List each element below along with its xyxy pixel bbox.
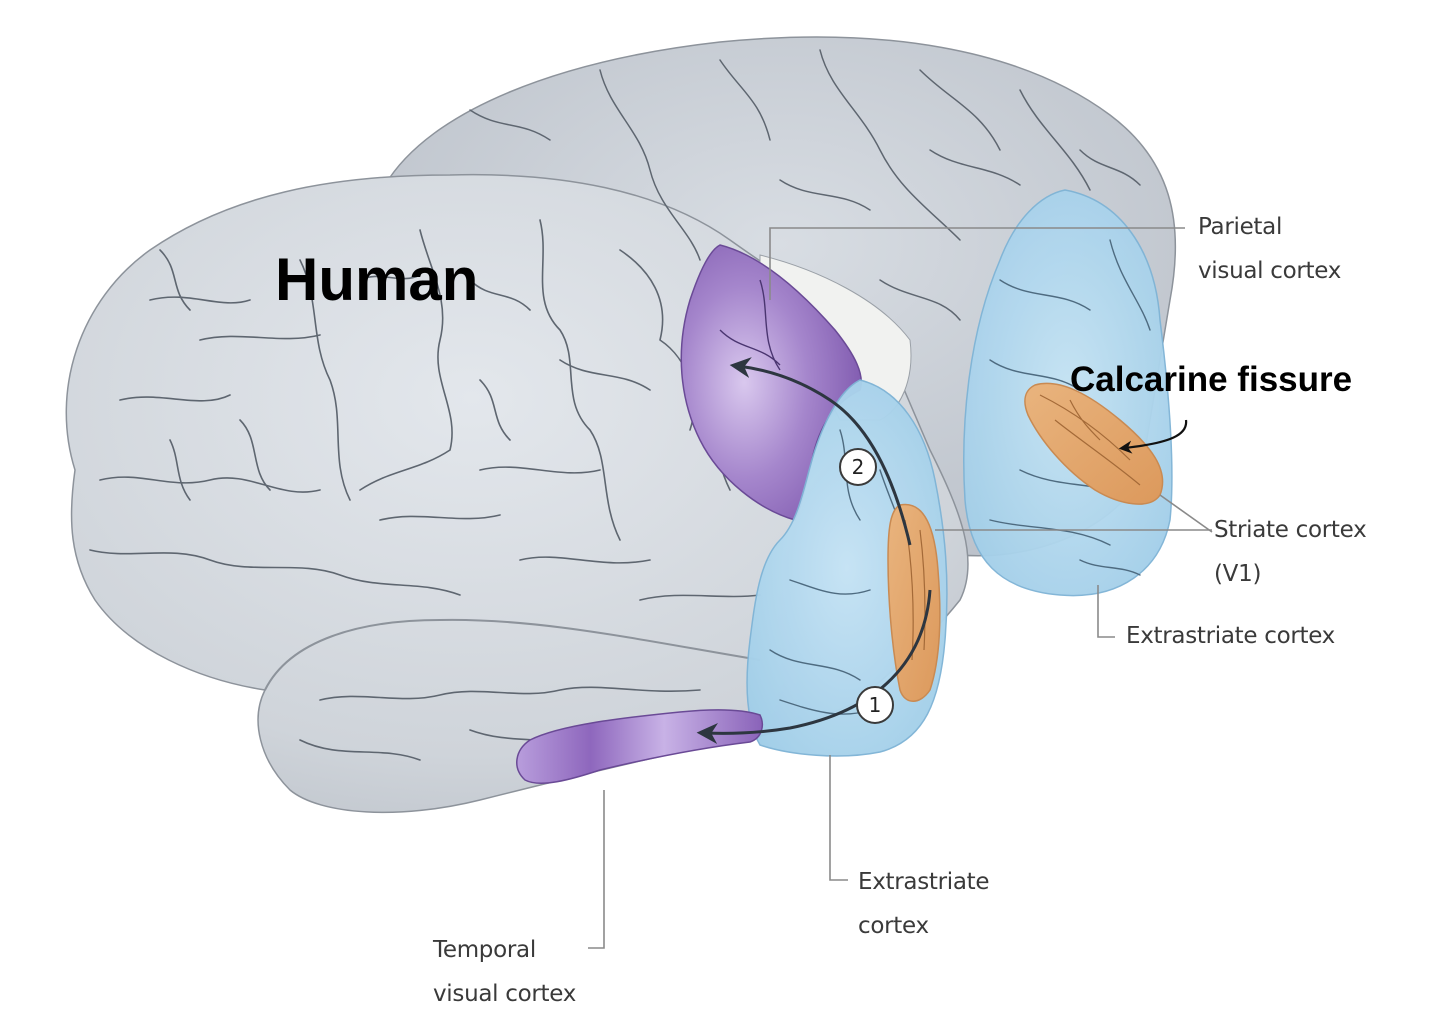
pointer-arrow [1118,419,1188,454]
pathway-marker-1: 1 [856,686,894,724]
extrastriate-cortex-bottom-label: Extrastriate cortex [858,869,990,939]
temporal-visual-cortex-label: Temporal visual cortex [433,937,577,1007]
striate-cortex-label: Striate cortex (V1) [1214,517,1367,587]
pathway-marker-2: 2 [839,448,877,486]
calcarine-striate-region [1024,382,1164,505]
calcarine-fissure-label: Calcarine fissure [1070,360,1353,399]
extrastriate-cortex-right-label: Extrastriate cortex [1126,623,1335,649]
pathway-arrow [696,589,932,744]
temporal-lobe-outline [264,618,761,691]
parietal-visual-cortex-label: Parietal visual cortex [1198,214,1342,284]
striate-orange-strip [887,503,941,702]
diagram-title: Human [275,246,479,313]
parietal-purple-sulci [719,279,781,371]
pathway-arrow [729,357,912,546]
leader-lines [588,227,1213,949]
